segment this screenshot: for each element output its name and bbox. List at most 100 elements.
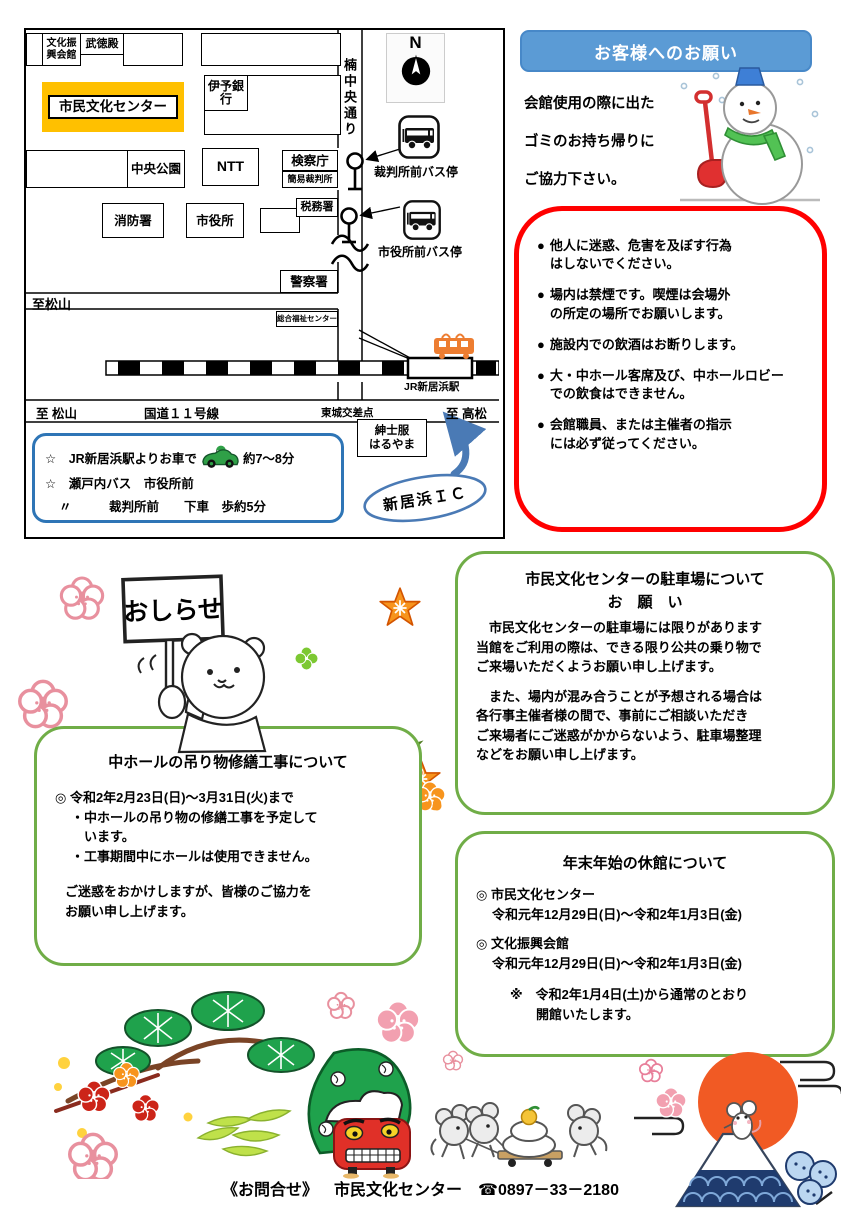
mouse-on-fuji — [723, 1100, 762, 1140]
access-info-box: ☆ JR新居浜駅よりお車で 約7～8分 ☆ 瀬戸内バス 市役所前 〃 裁判所前 … — [32, 433, 344, 523]
train-icon — [434, 333, 474, 359]
building-label: 武徳殿 — [85, 37, 119, 50]
mice-mochi-illustration — [430, 1102, 608, 1167]
notice-sign-text: おしらせ — [123, 595, 223, 626]
holiday-title: 年末年始の休館について — [562, 855, 728, 872]
building-label: 市民文化センター — [59, 99, 167, 115]
arrow-to-shiyakusho-stop — [359, 206, 401, 220]
building-label: 伊予銀行 — [207, 78, 244, 106]
newyear-pine-lion-illustration — [54, 991, 438, 1179]
map-building-block — [123, 33, 183, 66]
bus-stop-sign-saibansho — [346, 152, 364, 191]
building-label: 検察庁 — [291, 153, 329, 168]
road-label-route11: 国道１１号線 — [144, 407, 220, 421]
map-building-block — [26, 33, 43, 66]
bear-notice-illustration: おしらせ — [121, 574, 267, 754]
contact-label: 《お問合せ》 — [222, 1182, 319, 1199]
fuji-wave-base — [677, 1170, 799, 1206]
bullet-icon: ● — [537, 367, 545, 383]
plum-blossom-icon — [656, 1088, 686, 1117]
repair-notice-box: 中ホールの吊り物修繕工事について ◎ 令和2年2月23日(日)～3月31日(火)… — [34, 726, 422, 966]
map-building-butokuden: 武徳殿 — [80, 33, 124, 55]
car-icon — [202, 445, 239, 468]
holiday-notice-box: 年末年始の休館について ◎ 市民文化センター 令和元年12月29日(日)～令和2… — [455, 831, 835, 1057]
building-label: 簡易裁判所 — [287, 174, 333, 185]
building-label: 市役所 — [196, 213, 234, 228]
plum-blossom-icon — [640, 1060, 662, 1082]
road-label-to-matsuyama-upper: 至松山 — [32, 297, 72, 312]
map-building-block — [26, 150, 128, 188]
road-label-to-matsuyama: 至 松山 — [36, 407, 77, 421]
repair-bullet: ・中ホールの吊り物の修繕工事を予定して います。 — [71, 809, 318, 845]
map-building-kani-saibansho: 簡易裁判所 — [282, 171, 338, 188]
access-text: ☆ 瀬戸内バス 市役所前 — [45, 477, 194, 491]
blue-pines — [785, 1151, 837, 1205]
plum-blossom-icon — [58, 575, 106, 623]
map-building-shiyakusho: 市役所 — [186, 203, 244, 238]
rule-text: 大・中ホール客席及び、中ホールロビー での飲食はできません。 — [549, 367, 784, 402]
plum-blossom-icon — [442, 1050, 464, 1072]
road-label-to-takamatsu: 至 高松 — [446, 407, 487, 421]
compass-n-label: N — [409, 33, 422, 52]
route11-road-lines — [26, 399, 499, 423]
map-building-ntt: NTT — [202, 148, 259, 186]
footer-contact: 《お問合せ》 市民文化センター ☎0897－33－2180 — [0, 1176, 841, 1200]
building-label: 警察署 — [290, 274, 328, 289]
access-text: 〃 裁判所前 下車 歩約5分 — [59, 500, 266, 514]
map-roads-railway: 新居浜ＩＣ — [26, 30, 499, 523]
contact-phone: ☎0897－33－2180 — [478, 1182, 619, 1199]
niihama-ic-callout: 新居浜ＩＣ — [363, 411, 487, 523]
parking-paragraph: 市民文化センターの駐車場には限りがあります 当館をご利用の際は、できる限り公共の… — [476, 620, 763, 674]
bullet-icon: ● — [537, 336, 545, 352]
label-shiyakusho-bus-stop: 市役所前バス停 — [378, 245, 463, 259]
rule-item: ● 大・中ホール客席及び、中ホールロビー での飲食はできません。 — [537, 367, 808, 403]
matsuyama-road-lines — [26, 292, 338, 310]
rule-item: ● 場内は禁煙です。喫煙は会場外 の所定の場所でお願いします。 — [537, 286, 808, 322]
parking-subtitle: お 願 い — [607, 594, 683, 611]
map-building-block — [201, 33, 341, 66]
plum-blossom-icon — [328, 993, 354, 1018]
building-label: NTT — [216, 158, 245, 175]
repair-bullet: ・工事期間中にホールは使用できません。 — [71, 848, 318, 864]
rule-text: 施設内での飲酒はお断りします。 — [549, 336, 744, 352]
rule-text: 場内は禁煙です。喫煙は会場外 の所定の場所でお願いします。 — [549, 287, 731, 321]
request-panel-header: お客様へのお願い — [520, 30, 812, 72]
bamboo-leaves — [196, 1109, 292, 1157]
plum-blossom-icon — [70, 1134, 116, 1179]
rule-text: 会館職員、または主催者の指示 には必ず従ってください。 — [549, 417, 732, 451]
map-building-kensatsucho: 検察庁 — [282, 150, 338, 171]
building-label: 紳士服 — [374, 424, 410, 437]
request-header-label: お客様へのお願い — [594, 43, 738, 63]
lion-dance-illustration — [307, 1048, 412, 1179]
holiday-period: 令和元年12月29日(日)～令和2年1月3日(金) — [492, 955, 742, 971]
label-saibansho-bus-stop: 裁判所前バス停 — [374, 165, 459, 179]
street-label-kusunoki: 楠中央通り — [342, 58, 357, 138]
plum-blossom-icon — [377, 1002, 419, 1043]
shovel-icon — [694, 90, 728, 189]
map-building-bunka-center: 市民文化センター — [48, 95, 178, 119]
repair-closing: ご迷惑をおかけしますが、皆様のご協力を お願い申し上げます。 — [65, 884, 312, 919]
map-building-keisatsusho: 警察署 — [280, 270, 338, 293]
parking-title: 市民文化センターの駐車場について — [525, 571, 765, 588]
snowman-illustration — [680, 67, 820, 205]
river-waves — [330, 234, 370, 273]
map-bunka-center-grounds: 市民文化センター — [42, 82, 184, 132]
bus-stop-sign-shiyakusho — [340, 207, 358, 244]
map-building-shobosho: 消防署 — [102, 203, 164, 238]
access-line-1: ☆ JR新居浜駅よりお車で 約7～8分 — [45, 445, 333, 469]
road-label-tojo: 東城交差点 — [321, 407, 374, 419]
map-building-iyo-bank: 伊予銀行 — [204, 75, 248, 111]
repair-period: ◎ 令和2年2月23日(日)～3月31日(火)まで — [55, 790, 294, 805]
fuji-sunrise-illustration — [634, 1052, 841, 1208]
wave-pattern — [683, 1176, 793, 1203]
map-building-bunka-shinko: 文化振興会館 — [42, 33, 81, 66]
rule-item: ● 施設内での飲酒はお断りします。 — [537, 336, 808, 354]
gold-dots — [54, 1057, 193, 1138]
map-building-haruyama: 紳士服 はるやま — [357, 419, 427, 457]
bus-icon — [403, 200, 441, 240]
map-building-sogo-fukushi: 総合福祉センター — [276, 311, 338, 327]
access-map: 新居浜ＩＣ 文化振興会館 武徳殿 市民文化センター 伊予銀行 中央公園 NTT … — [24, 28, 505, 539]
building-label: 中央公園 — [130, 162, 181, 176]
access-line-2: ☆ 瀬戸内バス 市役所前 — [45, 473, 333, 492]
